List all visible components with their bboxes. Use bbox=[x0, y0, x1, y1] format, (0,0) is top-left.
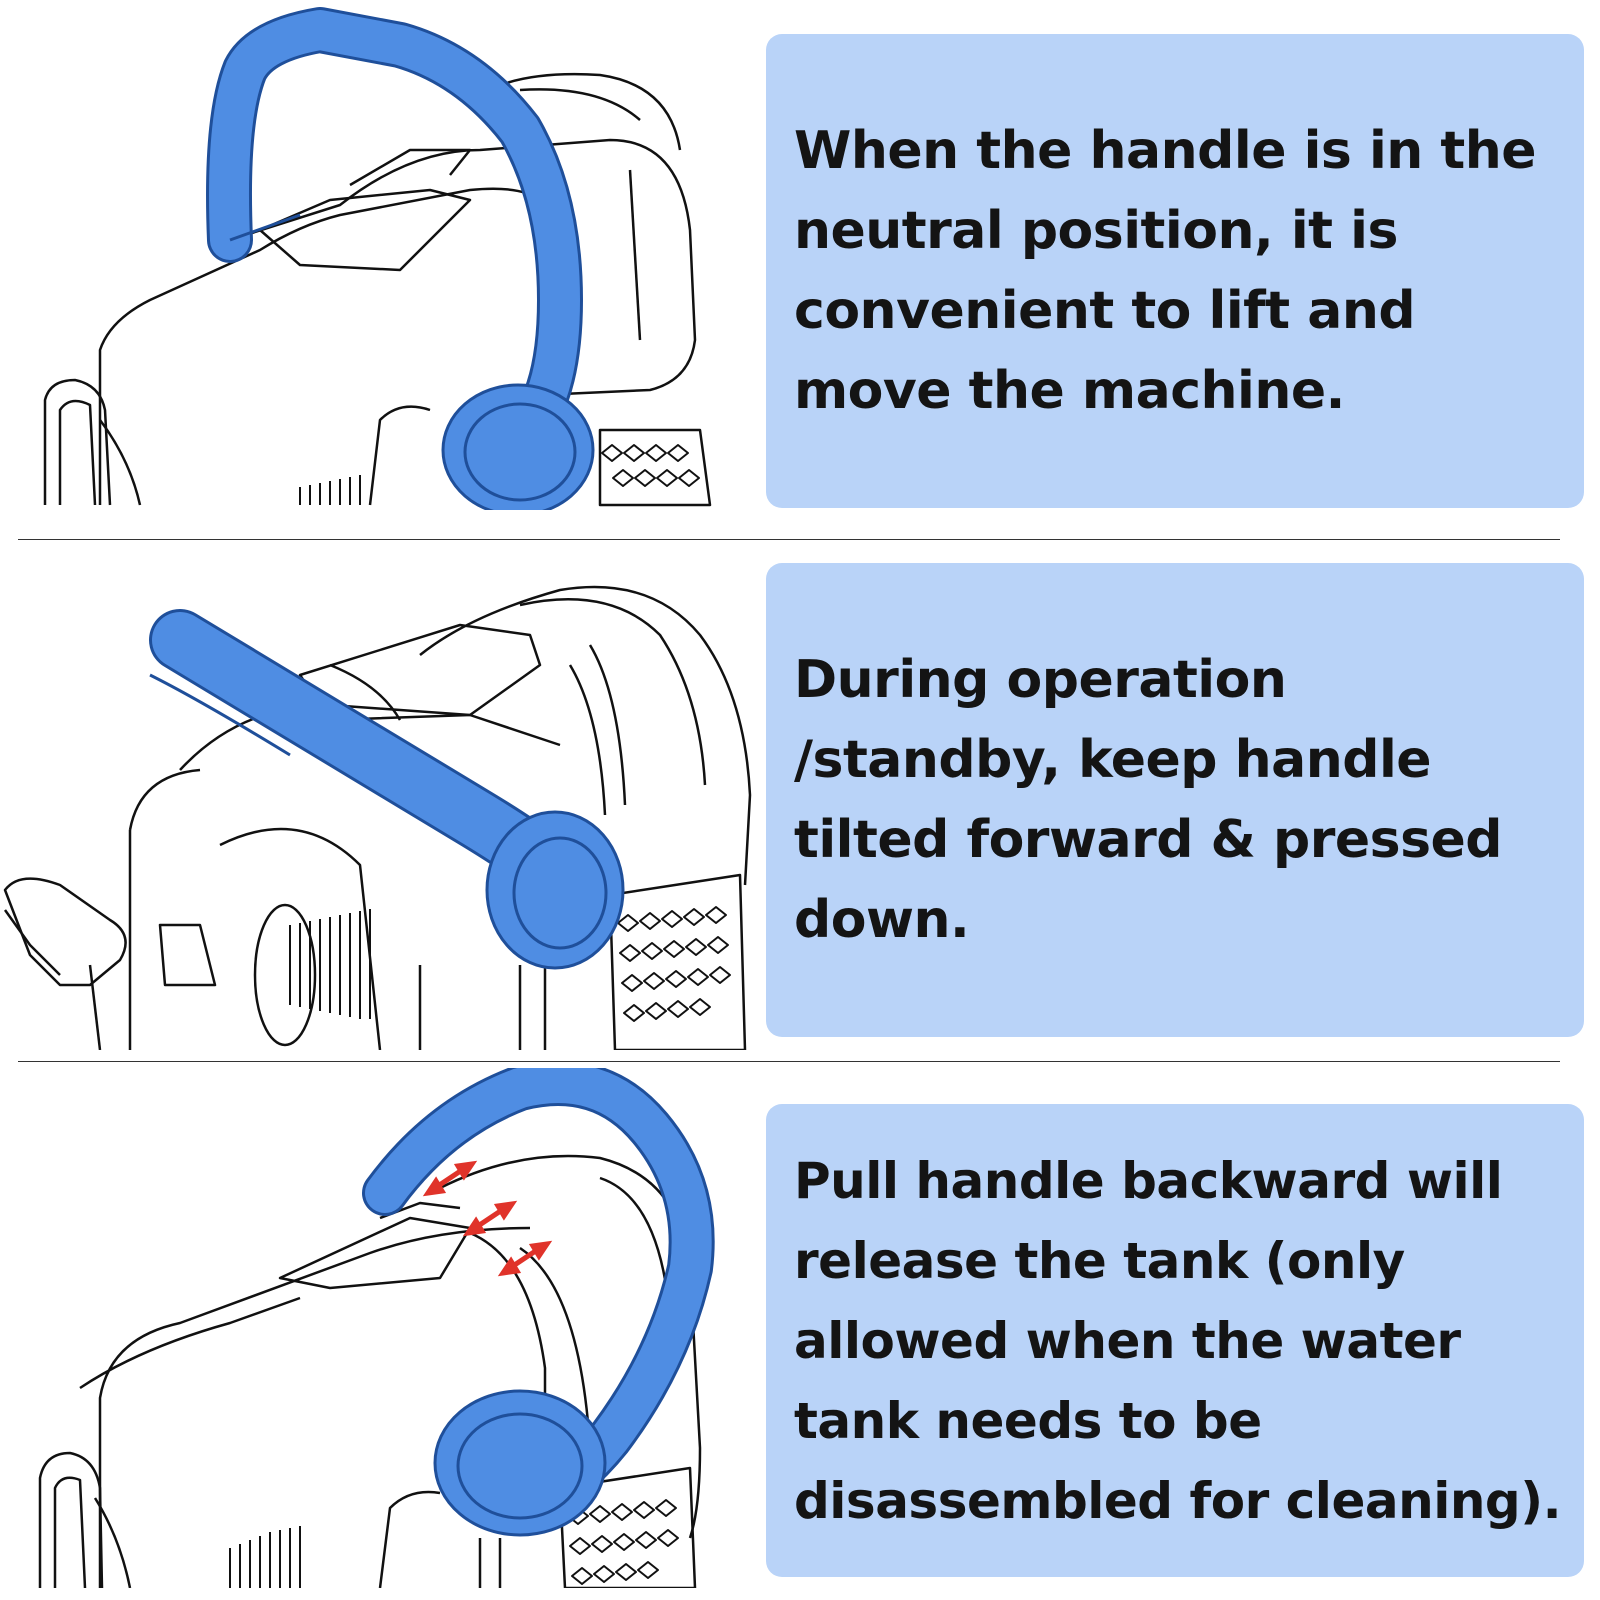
pulled-handle-illustration bbox=[0, 1068, 740, 1588]
operation-info-card: During operation /standby, keep handle t… bbox=[766, 563, 1584, 1037]
operation-instruction-text: During operation /standby, keep handle t… bbox=[794, 650, 1503, 950]
neutral-instruction-text: When the handle is in the neutral positi… bbox=[794, 121, 1537, 421]
neutral-info-card: When the handle is in the neutral positi… bbox=[766, 34, 1584, 508]
vacuum-tilted-drawing bbox=[3, 585, 752, 1050]
tilted-handle-illustration bbox=[0, 545, 752, 1050]
neutral-handle-illustration bbox=[0, 0, 740, 510]
release-info-card: Pull handle backward will release the ta… bbox=[766, 1104, 1584, 1577]
release-instruction-text: Pull handle backward will release the ta… bbox=[794, 1151, 1562, 1530]
panel-release: Pull handle backward will release the ta… bbox=[0, 1068, 1600, 1600]
vacuum-neutral-drawing bbox=[43, 7, 712, 510]
divider-top bbox=[18, 539, 1560, 540]
divider-bottom bbox=[18, 1061, 1560, 1062]
panel-neutral: When the handle is in the neutral positi… bbox=[0, 0, 1600, 530]
vacuum-pulled-drawing bbox=[38, 1068, 715, 1588]
panel-operation: During operation /standby, keep handle t… bbox=[0, 545, 1600, 1050]
